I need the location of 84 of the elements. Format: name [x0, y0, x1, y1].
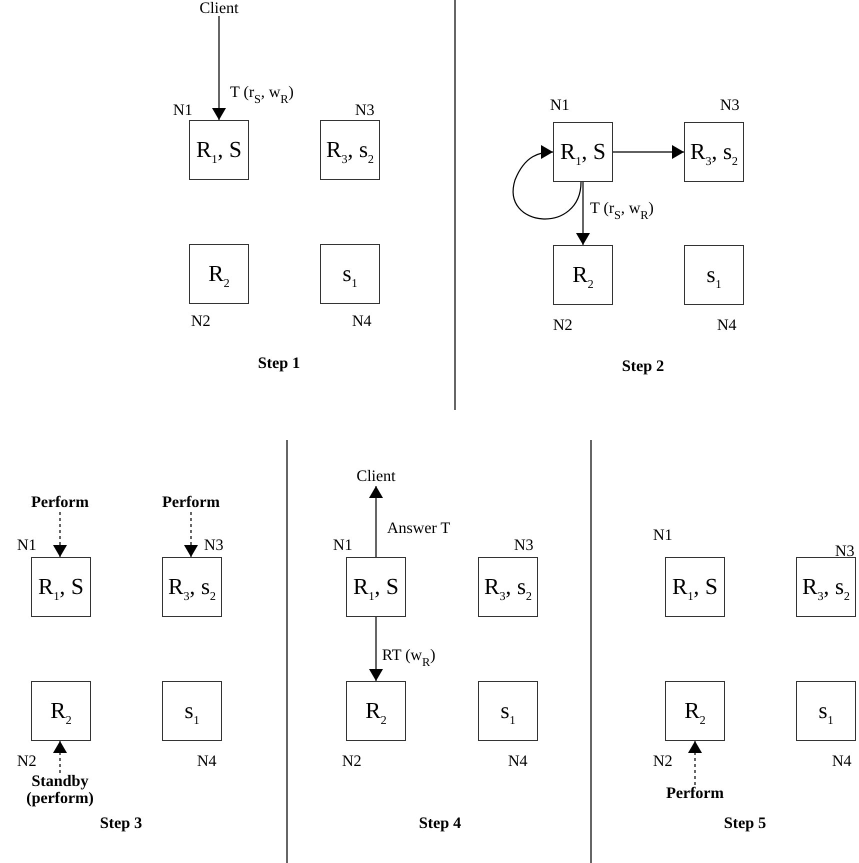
node-caption: N2: [342, 753, 362, 770]
text-label: Perform: [654, 785, 736, 802]
node-label: R$_{3}$, s$_{2}$: [690, 139, 738, 165]
arrow: [184, 512, 198, 557]
node-caption: N3: [835, 543, 855, 560]
node-caption: N1: [333, 537, 353, 554]
node-box: [478, 681, 538, 741]
step-label: Step 3: [100, 815, 142, 833]
arrow: [576, 182, 590, 245]
node-caption: N2: [17, 753, 37, 770]
node-box: [665, 557, 725, 617]
node-caption: N2: [191, 313, 211, 330]
text-label: Perform: [19, 494, 101, 511]
node-box: [189, 244, 249, 304]
node-caption: N1: [173, 102, 193, 119]
node-label: R$_{1}$, S: [38, 574, 84, 600]
node-caption: N4: [352, 313, 372, 330]
node-caption: N1: [653, 527, 673, 544]
node-caption: N1: [17, 537, 37, 554]
arrow: [212, 16, 226, 120]
edge-label: T (r$_{S}$, w$_{R}$): [589, 200, 655, 217]
node-label: R$_{2}$: [208, 261, 230, 287]
node-label: R$_{2}$: [572, 262, 594, 288]
node-caption: N3: [514, 537, 534, 554]
node-label: R$_{3}$, s$_{2}$: [484, 574, 532, 600]
node-box: [189, 120, 249, 180]
node-caption: N2: [653, 753, 673, 770]
text-label: Standby (perform): [15, 773, 105, 807]
step-label: Step 5: [724, 815, 766, 833]
node-box: [320, 120, 380, 180]
node-box: [162, 681, 222, 741]
node-box: [684, 122, 744, 182]
node-label: R$_{1}$, S: [353, 574, 399, 600]
node-box: [796, 681, 856, 741]
node-box: [31, 557, 91, 617]
arrow: [53, 512, 67, 557]
node-label: R$_{3}$, s$_{2}$: [802, 574, 850, 600]
node-caption: N3: [204, 537, 224, 554]
node-box: [346, 557, 406, 617]
node-box: [665, 681, 725, 741]
step-label: Step 4: [418, 815, 462, 833]
arrow: [53, 741, 67, 773]
edge-label: T (r$_{S}$, w$_{R}$): [229, 84, 295, 101]
node-box: [346, 681, 406, 741]
node-label: s$_{1}$: [500, 698, 516, 724]
node-box: [31, 681, 91, 741]
text-label: Client: [347, 468, 405, 485]
node-caption: N3: [720, 97, 740, 114]
node-caption: N4: [508, 753, 528, 770]
node-label: R$_{1}$, S: [196, 137, 242, 163]
node-box: [320, 244, 380, 304]
node-label: R$_{3}$, s$_{2}$: [326, 137, 374, 163]
node-label: s$_{1}$: [342, 261, 358, 287]
step-label: Step 2: [622, 358, 664, 376]
node-label: R$_{3}$, s$_{2}$: [168, 574, 216, 600]
node-label: R$_{2}$: [684, 698, 706, 724]
node-caption: N1: [550, 97, 570, 114]
arrow: [613, 145, 684, 159]
node-box: [553, 122, 613, 182]
step-label: Step 1: [258, 355, 300, 373]
node-caption: N4: [197, 753, 217, 770]
node-label: R$_{1}$, S: [560, 139, 606, 165]
loop-arrow: [512, 145, 582, 220]
arrow: [369, 486, 383, 557]
text-label: Perform: [150, 494, 232, 511]
node-label: s$_{1}$: [184, 698, 200, 724]
node-caption: N4: [832, 753, 852, 770]
node-box: [162, 557, 222, 617]
node-caption: N4: [717, 317, 737, 334]
text-label: Client: [190, 0, 248, 17]
arrow: [369, 617, 383, 681]
node-caption: N3: [355, 102, 375, 119]
node-box: [796, 557, 856, 617]
arrow: [688, 741, 702, 785]
node-label: s$_{1}$: [706, 262, 722, 288]
node-label: R$_{1}$, S: [672, 574, 718, 600]
node-label: R$_{2}$: [365, 698, 387, 724]
node-caption: N2: [553, 317, 573, 334]
node-label: R$_{2}$: [50, 698, 72, 724]
node-box: [684, 245, 744, 305]
node-box: [553, 245, 613, 305]
node-box: [478, 557, 538, 617]
node-label: s$_{1}$: [818, 698, 834, 724]
edge-label: RT (w$_{R}$): [381, 647, 436, 664]
